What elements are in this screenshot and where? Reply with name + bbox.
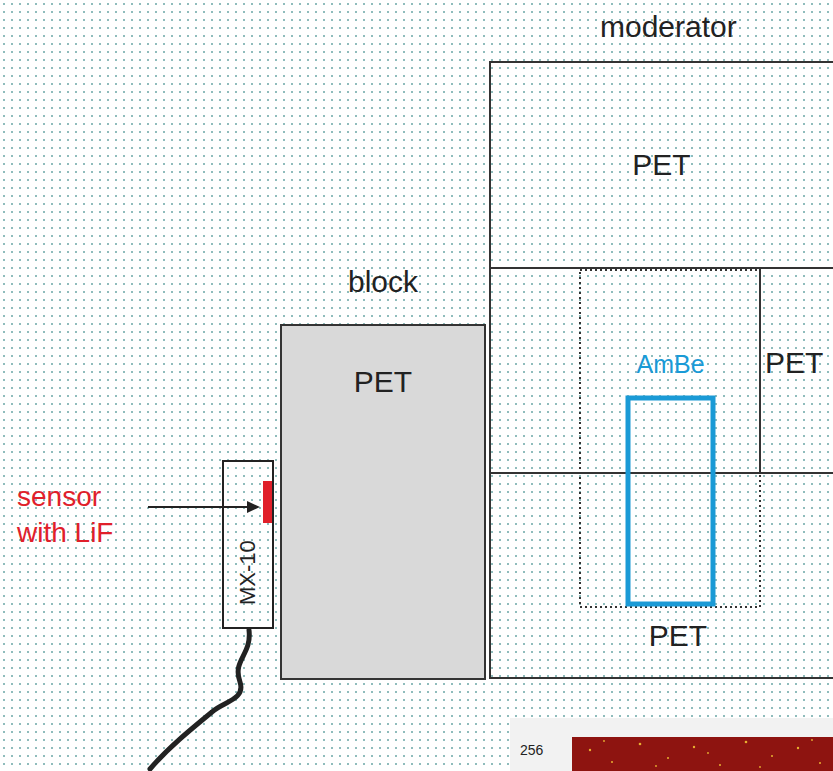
detector-label: MX-10 — [234, 541, 259, 606]
sensor-bar — [263, 481, 272, 523]
image-speckles — [589, 739, 821, 768]
material-label: PET — [765, 346, 831, 381]
source-outline — [628, 398, 713, 604]
block-title: block — [281, 265, 485, 300]
detector-housing — [223, 461, 273, 628]
material-label: PET — [281, 365, 485, 400]
moderator-outline — [490, 62, 833, 678]
detector-image — [572, 737, 833, 771]
source-label: AmBe — [588, 350, 753, 379]
axis-tick: 256 — [520, 742, 568, 759]
moderator-region: moderatorPETAmBePETPET — [490, 62, 833, 678]
leader-line — [148, 506, 250, 508]
arrow-head — [247, 501, 260, 513]
material-label: PET — [580, 619, 776, 654]
pet-box: PET — [490, 473, 833, 678]
source-box: AmBe — [628, 398, 713, 604]
divider-line — [490, 472, 833, 474]
material-label: PET — [632, 148, 690, 183]
block-body — [281, 325, 485, 679]
callout-label: sensor with LiF — [17, 479, 149, 552]
detector-box: MX-10 — [223, 461, 273, 628]
cavity-outline — [580, 270, 760, 607]
pet-box: PET — [760, 268, 833, 473]
image-panel — [510, 718, 833, 771]
block-box: blockPET — [281, 325, 485, 679]
cable — [150, 630, 249, 769]
pet-box: PET — [490, 62, 833, 268]
region-title: moderator — [600, 10, 770, 45]
divider-line — [490, 267, 833, 269]
